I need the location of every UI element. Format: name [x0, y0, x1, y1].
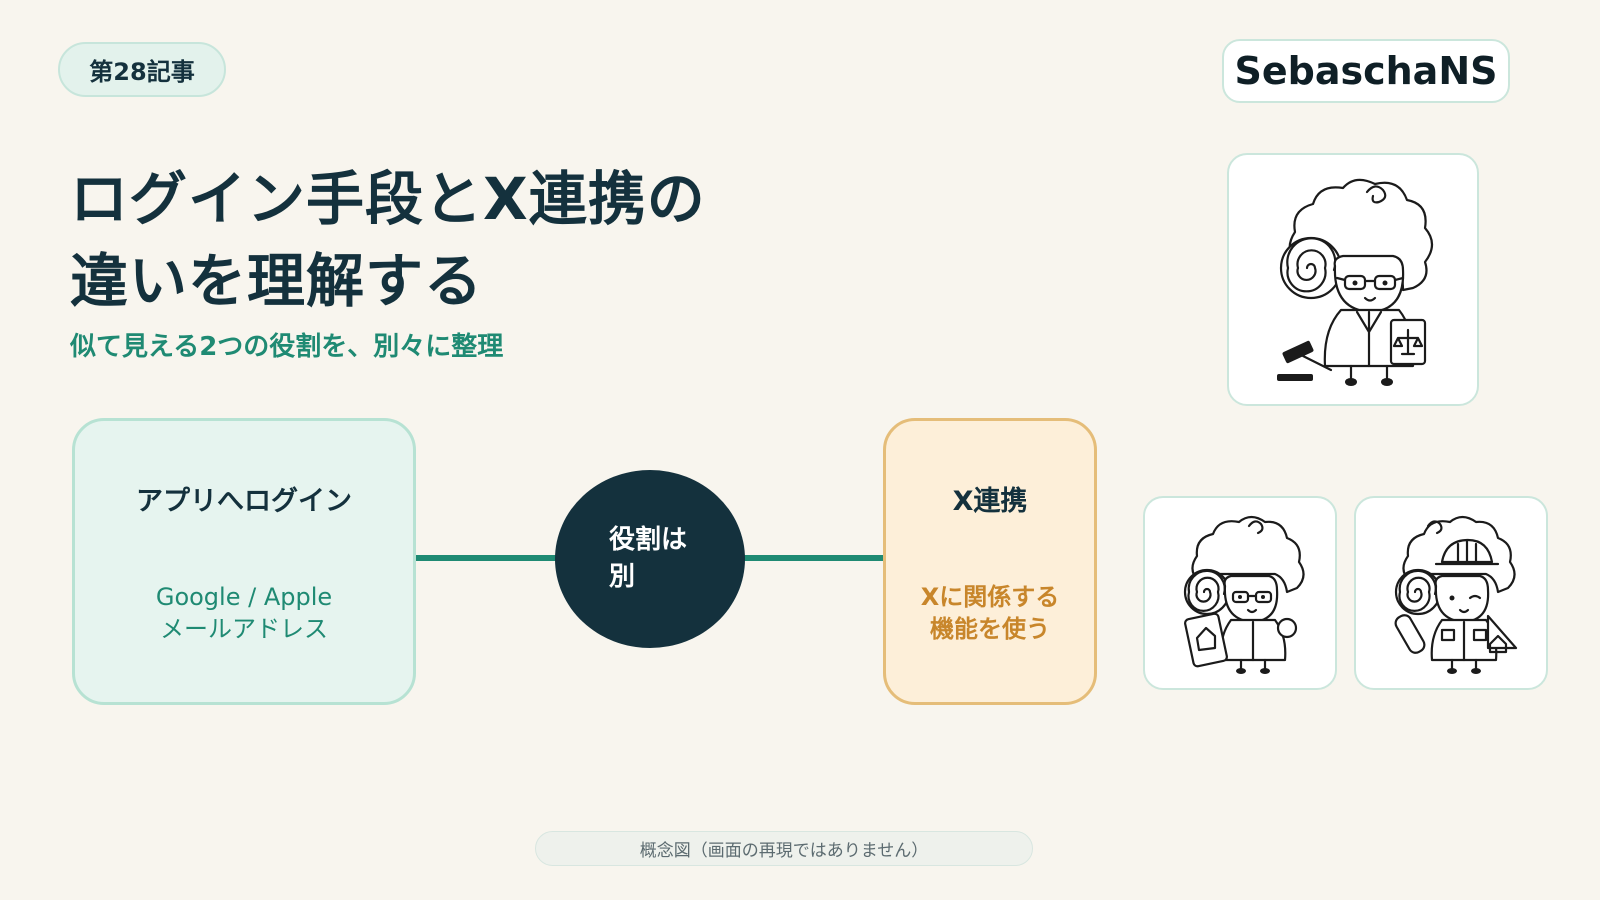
login-box: アプリへログイン Google / Apple メールアドレス: [72, 418, 416, 705]
character-card-realtor: [1143, 496, 1337, 690]
character-card-main: [1227, 153, 1479, 406]
page-title: ログイン手段とX連携の 違いを理解する: [70, 158, 706, 322]
sheep-realtor-icon: [1183, 515, 1305, 674]
login-method-line: Google / Apple: [155, 583, 333, 611]
role-separation-circle: 役割は 別: [555, 470, 745, 648]
sheep-lawyer-icon: [1277, 178, 1434, 386]
login-box-title: アプリへログイン: [136, 486, 352, 517]
brand-logo: SebaschaNS: [1222, 39, 1510, 103]
circle-text-line: 役割は: [609, 525, 688, 555]
connector-left: [414, 555, 558, 561]
character-card-builder: [1354, 496, 1548, 690]
circle-text-line: 別: [609, 562, 636, 592]
x-integration-box-description: Xに関係する 機能を使う: [886, 581, 1094, 645]
caption-note: 概念図（画面の再現ではありません）: [535, 831, 1033, 866]
x-integration-box: X連携 Xに関係する 機能を使う: [883, 418, 1097, 705]
connector-right: [742, 555, 885, 561]
login-box-methods: Google / Apple メールアドレス: [75, 581, 413, 645]
sheep-builder-icon: [1394, 515, 1518, 674]
page-subtitle: 似て見える2つの役割を、別々に整理: [70, 332, 504, 362]
article-number-badge: 第28記事: [58, 42, 226, 97]
x-integration-line: 機能を使う: [930, 615, 1050, 643]
x-integration-line: Xに関係する: [920, 583, 1060, 611]
x-integration-box-title: X連携: [952, 486, 1028, 517]
page-title-line-2: 違いを理解する: [70, 247, 484, 315]
login-method-line: メールアドレス: [160, 615, 328, 643]
page-title-line-1: ログイン手段とX連携の: [70, 165, 706, 233]
